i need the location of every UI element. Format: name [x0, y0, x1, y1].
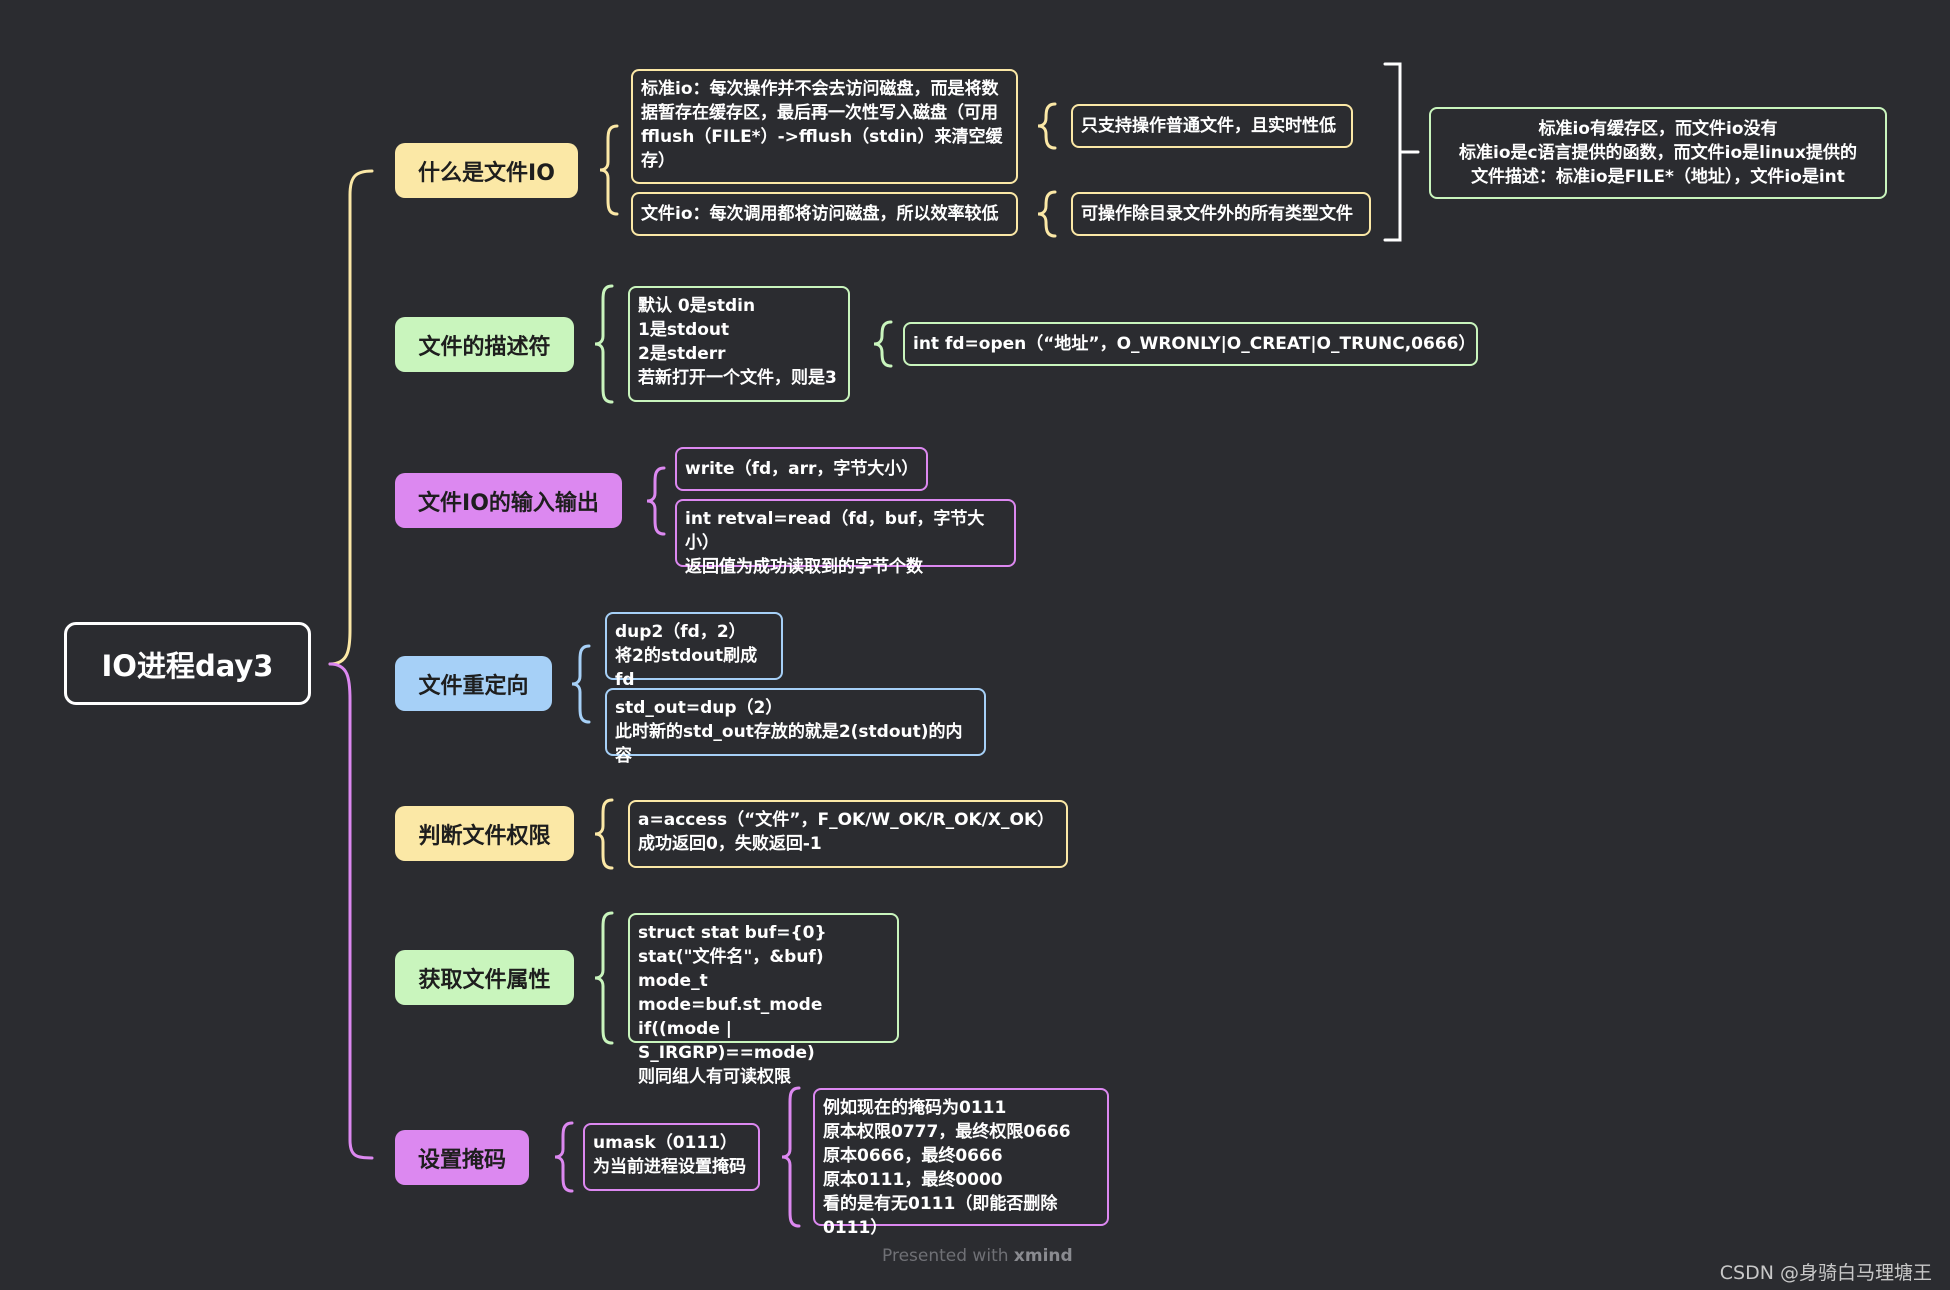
- topic-check-permission[interactable]: 判断文件权限: [395, 806, 574, 861]
- brace-topic-2: [594, 284, 614, 404]
- brace-topic-3: [646, 466, 666, 536]
- presented-with-footer: Presented with xmind: [882, 1246, 1073, 1266]
- summary-bracket: [1383, 62, 1402, 242]
- topic-file-redirect[interactable]: 文件重定向: [395, 656, 552, 711]
- topic-get-file-attributes[interactable]: 获取文件属性: [395, 950, 574, 1005]
- topic-file-descriptor[interactable]: 文件的描述符: [395, 317, 574, 372]
- detail-io-summary[interactable]: 标准io有缓存区，而文件io没有 标准io是c语言提供的函数，而文件io是lin…: [1429, 107, 1887, 199]
- detail-write[interactable]: write（fd，arr，字节大小）: [675, 447, 928, 491]
- brace-file-io: [1037, 190, 1057, 238]
- detail-access[interactable]: a=access（“文件”，F_OK/W_OK/R_OK/X_OK） 成功返回0…: [628, 800, 1068, 868]
- brace-umask: [781, 1086, 801, 1228]
- brace-std-io: [1037, 102, 1057, 150]
- brace-topic-4: [571, 644, 591, 724]
- detail-fd-defaults[interactable]: 默认 0是stdin 1是stdout 2是stderr 若新打开一个文件，则是…: [628, 286, 850, 402]
- brace-topic-6: [594, 911, 614, 1045]
- brace-fd-defaults: [873, 320, 893, 368]
- detail-file-io-note[interactable]: 可操作除目录文件外的所有类型文件: [1071, 192, 1371, 236]
- root-topic[interactable]: IO进程day3: [64, 622, 311, 705]
- brace-topic-5: [594, 798, 614, 870]
- author-credit: CSDN @身骑白马理塘王: [1719, 1262, 1932, 1284]
- topic-file-io-input-output[interactable]: 文件IO的输入输出: [395, 473, 622, 528]
- trunk-line-upper: [328, 169, 374, 666]
- detail-dup2[interactable]: dup2（fd，2） 将2的stdout刷成fd: [605, 612, 783, 690]
- detail-dup[interactable]: std_out=dup（2） 此时新的std_out存放的就是2(stdout)…: [605, 688, 986, 766]
- detail-umask-example[interactable]: 例如现在的掩码为0111 原本权限0777，最终权限0666 原本0666，最终…: [813, 1088, 1109, 1238]
- trunk-line-lower: [328, 662, 374, 1160]
- detail-fd-open[interactable]: int fd=open（“地址”，O_WRONLY|O_CREAT|O_TRUN…: [903, 322, 1478, 366]
- brace-topic-7: [554, 1121, 574, 1193]
- topic-what-is-file-io[interactable]: 什么是文件IO: [395, 143, 578, 198]
- detail-standard-io[interactable]: 标准io：每次操作并不会去访问磁盘，而是将数据暂存在缓存区，最后再一次性写入磁盘…: [631, 69, 1018, 184]
- detail-read[interactable]: int retval=read（fd，buf，字节大小） 返回值为成功读取到的字…: [675, 499, 1016, 577]
- brace-topic-1: [599, 124, 619, 216]
- detail-file-io[interactable]: 文件io：每次调用都将访问磁盘，所以效率较低: [631, 192, 1018, 236]
- detail-stat[interactable]: struct stat buf={0} stat("文件名"，&buf) mod…: [628, 913, 899, 1087]
- detail-umask[interactable]: umask（0111） 为当前进程设置掩码: [583, 1123, 760, 1191]
- detail-standard-io-note[interactable]: 只支持操作普通文件，且实时性低: [1071, 104, 1353, 148]
- topic-set-umask[interactable]: 设置掩码: [395, 1130, 529, 1185]
